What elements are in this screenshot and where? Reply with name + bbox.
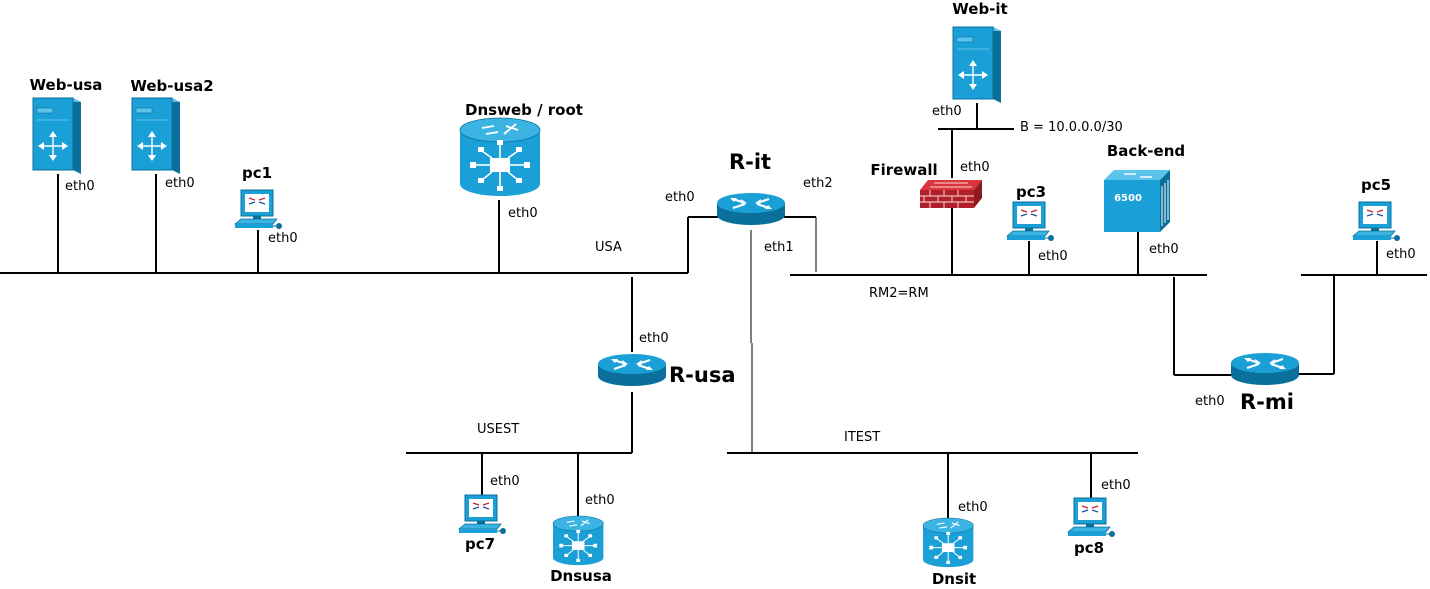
- pc7-eth0: eth0: [490, 474, 520, 489]
- pc5-label: pc5: [1361, 176, 1391, 194]
- pc1-node: pc1 eth0: [234, 164, 298, 246]
- network-b-label: B = 10.0.0.0/30: [1020, 120, 1123, 135]
- pc3-node: pc3 eth0: [1006, 183, 1068, 264]
- r-usa-eth0: eth0: [639, 331, 669, 346]
- dnsit-label: Dnsit: [932, 570, 976, 588]
- network-usest-label: USEST: [477, 422, 519, 437]
- pc7-node: pc7 eth0: [458, 474, 520, 553]
- r-it-eth1: eth1: [764, 240, 794, 255]
- backend-badge: 6500: [1114, 193, 1142, 204]
- dnsweb-label: Dnsweb / root: [465, 101, 583, 119]
- r-usa-node: R-usa eth0: [596, 331, 736, 388]
- firewall-icon: [919, 179, 983, 209]
- r-it-eth2: eth2: [803, 176, 833, 191]
- router-icon: [1229, 351, 1301, 387]
- r-mi-label: R-mi: [1240, 390, 1294, 414]
- r-it-node: R-it eth0 eth2 eth1: [665, 150, 833, 255]
- r-it-eth0: eth0: [665, 190, 695, 205]
- firewall-eth0: eth0: [960, 160, 990, 175]
- r-it-label: R-it: [729, 150, 771, 174]
- backend-eth0: eth0: [1149, 242, 1179, 257]
- workstation-icon: [234, 189, 283, 230]
- firewall-label: Firewall: [870, 161, 937, 179]
- pc8-eth0: eth0: [1101, 478, 1131, 493]
- pc7-label: pc7: [465, 535, 495, 553]
- web-it-node: Web-it eth0 B = 10.0.0.0/30: [932, 0, 1123, 135]
- dnsusa-eth0: eth0: [585, 493, 615, 508]
- backend-label: Back-end: [1107, 142, 1185, 160]
- pc3-label: pc3: [1016, 183, 1046, 201]
- web-usa2-label: Web-usa2: [130, 77, 213, 95]
- web-usa-node: Web-usa eth0: [30, 76, 103, 194]
- pc3-eth0: eth0: [1038, 249, 1068, 264]
- server-icon: [952, 26, 1002, 104]
- r-mi-node: R-mi eth0: [1195, 351, 1301, 414]
- web-usa-eth0: eth0: [65, 179, 95, 194]
- dnsusa-label: Dnsusa: [550, 567, 612, 585]
- dnsweb-node: Dnsweb / root eth0: [459, 101, 583, 221]
- pc5-eth0: eth0: [1386, 247, 1416, 262]
- firewall-node: Firewall eth0: [870, 160, 990, 209]
- backend-node: 6500 Back-end eth0: [1103, 142, 1185, 257]
- router-icon: [596, 352, 668, 388]
- dns-server-icon: [922, 517, 974, 568]
- web-it-eth0: eth0: [932, 104, 962, 119]
- pc1-label: pc1: [242, 164, 272, 182]
- dns-server-icon: [552, 515, 604, 566]
- workstation-icon: [458, 494, 507, 535]
- network-links: [0, 103, 1427, 519]
- server-icon: [131, 97, 181, 175]
- network-usa-label: USA: [595, 240, 622, 255]
- dnsit-eth0: eth0: [958, 500, 988, 515]
- dnsit-node: Dnsit eth0: [922, 500, 988, 588]
- workstation-icon: [1006, 201, 1055, 242]
- dnsusa-node: Dnsusa eth0: [550, 493, 615, 585]
- workstation-icon: [1067, 497, 1116, 538]
- pc1-eth0: eth0: [268, 231, 298, 246]
- dns-server-icon: [459, 117, 541, 197]
- server-icon: [32, 97, 82, 175]
- network-itest-label: ITEST: [844, 430, 880, 445]
- pc8-label: pc8: [1074, 539, 1104, 557]
- pc5-node: pc5 eth0: [1352, 176, 1416, 262]
- r-mi-eth0: eth0: [1195, 394, 1225, 409]
- web-it-label: Web-it: [952, 0, 1007, 18]
- r-usa-label: R-usa: [669, 363, 736, 387]
- web-usa2-eth0: eth0: [165, 176, 195, 191]
- pc8-node: pc8 eth0: [1067, 478, 1131, 557]
- network-rm2-label: RM2=RM: [869, 286, 929, 301]
- dnsweb-eth0: eth0: [508, 206, 538, 221]
- router-icon: [715, 191, 787, 227]
- web-usa-label: Web-usa: [30, 76, 103, 94]
- web-usa2-node: Web-usa2 eth0: [130, 77, 213, 191]
- workstation-icon: [1352, 201, 1401, 242]
